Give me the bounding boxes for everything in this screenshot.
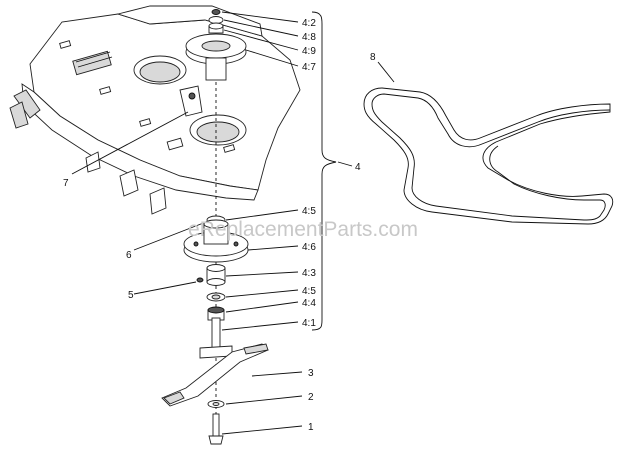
callout-4-2: 4:2 <box>302 18 316 29</box>
spindle-top-assembly <box>185 9 247 81</box>
blade-bolt <box>208 413 224 445</box>
callout-2: 2 <box>308 392 314 403</box>
blade-washer-hole <box>212 402 220 406</box>
spindle-lower-assembly <box>183 215 249 359</box>
callout-4-6: 4:6 <box>302 242 316 253</box>
callout-1: 1 <box>308 422 314 433</box>
assembly-4-bracket <box>311 11 337 331</box>
drive-belt <box>363 87 614 225</box>
callout-4-3: 4:3 <box>302 268 316 279</box>
callout-4-9: 4:9 <box>302 46 316 57</box>
callout-8: 8 <box>370 52 376 63</box>
callout-7: 7 <box>63 178 69 189</box>
watermark-text: eReplacementParts.com <box>188 218 418 241</box>
callout-4-5-lower: 4:5 <box>302 286 316 297</box>
callout-4-5-upper: 4:5 <box>302 206 316 217</box>
callout-3: 3 <box>308 368 314 379</box>
callout-4-4: 4:4 <box>302 298 316 309</box>
callout-4-8: 4:8 <box>302 32 316 43</box>
mower-blade <box>161 343 269 407</box>
callout-4-1: 4:1 <box>302 318 316 329</box>
callout-5: 5 <box>128 290 134 301</box>
callout-4-7: 4:7 <box>302 62 316 73</box>
leader-lines <box>71 11 395 435</box>
leader-4 <box>337 161 353 167</box>
callout-6: 6 <box>126 250 132 261</box>
callout-4: 4 <box>355 162 361 173</box>
mower-deck-housing <box>9 5 301 215</box>
